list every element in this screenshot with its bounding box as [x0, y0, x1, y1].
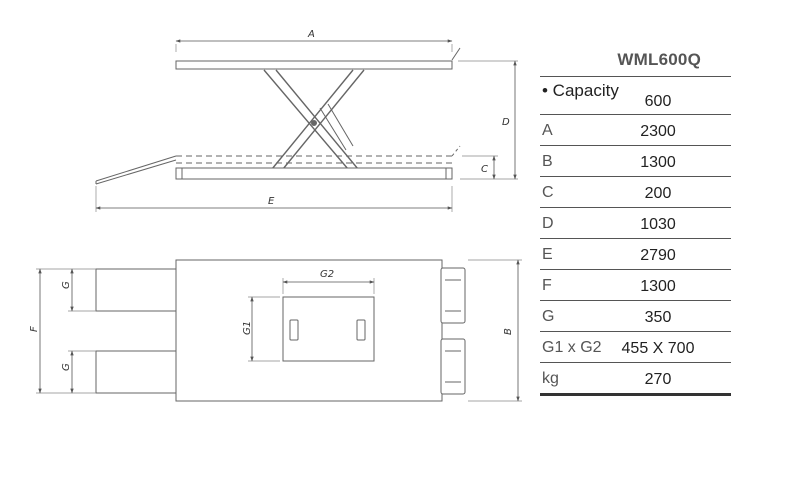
- spec-value: 2300: [640, 123, 676, 140]
- spec-row-g: G 350: [540, 301, 731, 332]
- spec-value: 200: [644, 185, 672, 202]
- dim-label-d: D: [502, 117, 510, 128]
- dim-label-b: B: [503, 328, 514, 335]
- spec-row-a: A 2300: [540, 115, 731, 146]
- dim-label-f: F: [29, 326, 40, 332]
- side-view: [95, 39, 518, 212]
- dim-label-e: E: [268, 196, 275, 207]
- spec-value: 1300: [640, 154, 676, 171]
- spec-value: 270: [644, 371, 672, 388]
- spec-row-e: E 2790: [540, 239, 731, 270]
- dim-label-c: C: [481, 164, 488, 175]
- dim-label-g1: G1: [242, 321, 253, 335]
- model-name: WML600Q: [617, 50, 701, 69]
- spec-label: • Capacity: [542, 81, 619, 100]
- spec-label: F: [542, 277, 552, 294]
- spec-label: kg: [542, 370, 559, 387]
- spec-table: WML600Q • Capacity 600 A 2300 B 1300 C 2…: [540, 42, 731, 396]
- spec-value: 350: [644, 309, 672, 326]
- spec-label: C: [542, 184, 554, 201]
- spec-label: G1 x G2: [542, 339, 602, 356]
- spec-row-g1xg2: G1 x G2 455 X 700: [540, 332, 731, 363]
- spec-value: 1030: [640, 216, 676, 233]
- spec-row-c: C 200: [540, 177, 731, 208]
- spec-label: A: [542, 122, 553, 139]
- dim-label-g-upper: G: [61, 281, 72, 289]
- spec-row-capacity: • Capacity 600: [540, 77, 731, 115]
- spec-value: 600: [644, 93, 672, 110]
- spec-label: D: [542, 215, 554, 232]
- dim-label-g-lower: G: [61, 363, 72, 371]
- top-view: [36, 259, 522, 402]
- spec-value: 2790: [640, 247, 676, 264]
- spec-label: B: [542, 153, 553, 170]
- dim-label-a: A: [307, 29, 315, 40]
- spec-value: 455 X 700: [621, 340, 695, 357]
- spec-label: G: [542, 308, 555, 325]
- dim-label-g2: G2: [320, 269, 334, 280]
- spec-table-header: WML600Q: [540, 42, 731, 77]
- spec-row-f: F 1300: [540, 270, 731, 301]
- spec-label: E: [542, 246, 553, 263]
- spec-value: 1300: [640, 278, 676, 295]
- spec-row-kg: kg 270: [540, 363, 731, 396]
- spec-row-b: B 1300: [540, 146, 731, 177]
- lift-technical-drawing: A D C E G2 G1 F G G B: [29, 29, 522, 402]
- spec-row-d: D 1030: [540, 208, 731, 239]
